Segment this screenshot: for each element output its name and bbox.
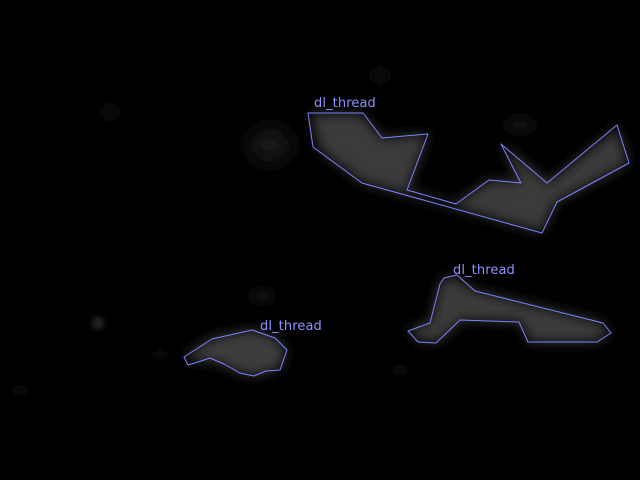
region-fill-1 [310, 114, 628, 232]
annotation-label-3: dl_thread [260, 319, 322, 334]
annotation-outline-1 [307, 112, 630, 234]
annotation-label-1: dl_thread [314, 96, 376, 111]
annotation-outline-2 [407, 274, 612, 344]
region-fill-2 [408, 276, 610, 342]
annotation-label-2: dl_thread [453, 263, 515, 278]
region-fill-3 [186, 330, 286, 376]
background-haze [14, 67, 536, 396]
annotation-outline-3 [183, 329, 288, 377]
